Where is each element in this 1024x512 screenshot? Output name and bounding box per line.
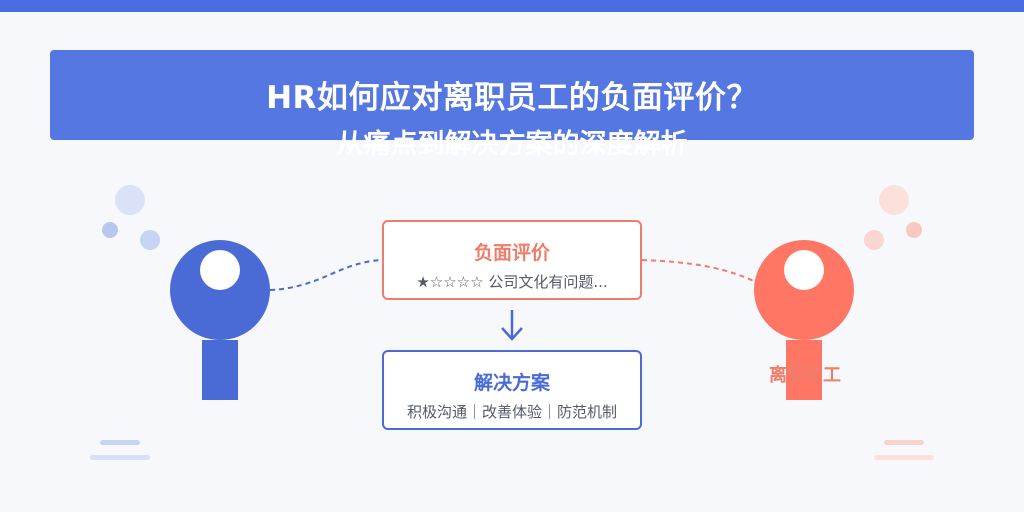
arrow-down-icon bbox=[501, 310, 523, 341]
employee-label: 离职员工 bbox=[769, 365, 841, 386]
solution-card: 解决方案 积极沟通｜改善体验｜防范机制 bbox=[382, 350, 642, 430]
negative-review-title: 负面评价 bbox=[473, 242, 550, 264]
connector-review-to-employee bbox=[641, 259, 757, 283]
solution-text: 积极沟通｜改善体验｜防范机制 bbox=[406, 403, 617, 421]
decor-line bbox=[90, 455, 150, 460]
decor-line bbox=[874, 455, 934, 460]
decor-bubble bbox=[115, 185, 145, 215]
header-banner: HR如何应对离职员工的负面评价？ 从痛点到解决方案的深度解析 bbox=[50, 50, 974, 160]
page-subtitle: 从痛点到解决方案的深度解析 bbox=[336, 129, 688, 160]
negative-review-text: ★☆☆☆☆ 公司文化有问题... bbox=[416, 273, 608, 291]
decor-line bbox=[100, 440, 140, 445]
connector-hr-to-review bbox=[269, 259, 383, 291]
decor-line bbox=[884, 440, 924, 445]
decor-bubble bbox=[864, 230, 884, 250]
decor-bubble bbox=[879, 185, 909, 215]
decor-bubble bbox=[140, 230, 160, 250]
top-accent-bar bbox=[0, 0, 1024, 12]
employee-figure-icon bbox=[754, 240, 854, 400]
hr-figure-icon bbox=[170, 240, 270, 400]
decor-bubble bbox=[906, 222, 922, 238]
decor-bubble bbox=[102, 222, 118, 238]
negative-review-card: 负面评价 ★☆☆☆☆ 公司文化有问题... bbox=[382, 220, 642, 300]
solution-title: 解决方案 bbox=[473, 372, 550, 394]
page-title: HR如何应对离职员工的负面评价？ bbox=[266, 80, 758, 116]
